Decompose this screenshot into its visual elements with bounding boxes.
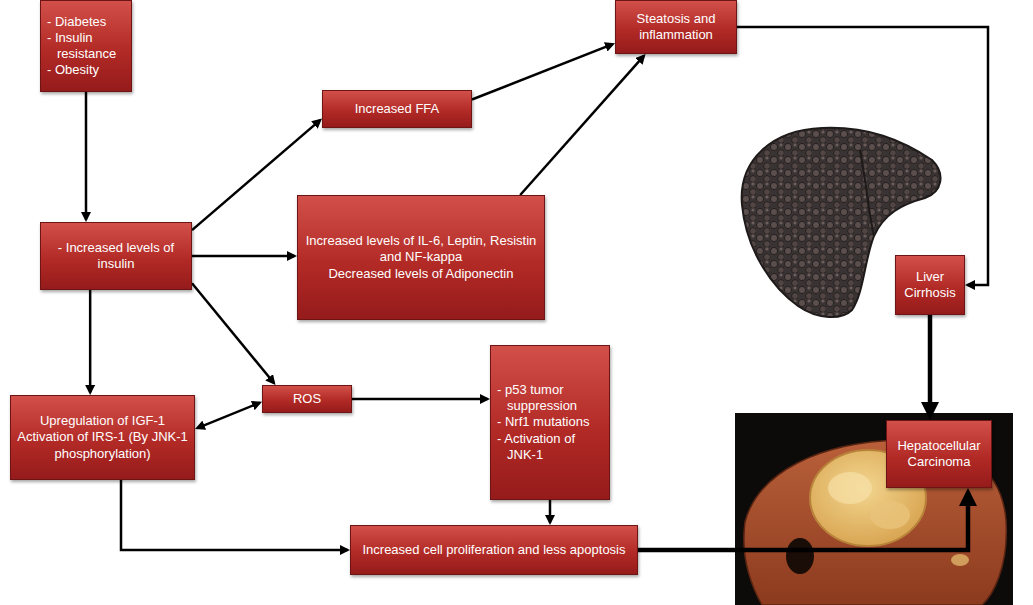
box-text: Increased cell proliferation and less ap… bbox=[357, 542, 631, 558]
flow-arrow bbox=[89, 290, 92, 393]
satellite-nodule bbox=[951, 554, 969, 566]
box-text: - Nrf1 mutations bbox=[497, 414, 603, 430]
flow-arrow bbox=[737, 27, 988, 285]
process-box: Steatosis and inflammation bbox=[615, 0, 737, 54]
box-text: Liver Cirrhosis bbox=[902, 269, 958, 302]
liver-fissure bbox=[860, 150, 874, 236]
process-box: Increased levels of IL-6, Leptin, Resist… bbox=[297, 195, 545, 320]
process-box: Upregulation of IGF-1Activation of IRS-1… bbox=[10, 395, 195, 480]
box-text: Steatosis and inflammation bbox=[622, 11, 730, 44]
flow-arrow bbox=[638, 493, 968, 551]
process-box: Increased FFA bbox=[322, 90, 472, 128]
box-text: - Activation of JNK-1 bbox=[497, 431, 603, 464]
process-box: ROS bbox=[262, 385, 352, 413]
flow-arrow bbox=[121, 480, 348, 550]
box-text: Upregulation of IGF-1 bbox=[17, 413, 188, 429]
box-text: Increased FFA bbox=[329, 101, 465, 117]
flow-arrow bbox=[192, 255, 295, 258]
process-box: Hepatocellular Carcinoma bbox=[886, 420, 992, 488]
necrotic-cavity bbox=[786, 538, 814, 574]
box-text: - p53 tumor suppression bbox=[497, 382, 603, 415]
box-text: ROS bbox=[269, 391, 345, 407]
box-text: Increased levels of IL-6, Leptin, Resist… bbox=[304, 233, 538, 266]
tumor-lobule bbox=[870, 501, 910, 529]
flow-arrow bbox=[549, 500, 552, 523]
flow-arrow bbox=[352, 398, 488, 401]
box-text: Activation of IRS-1 (By JNK-1 phosphoryl… bbox=[17, 429, 188, 462]
box-text: - Obesity bbox=[47, 62, 125, 78]
box-text: Hepatocellular Carcinoma bbox=[893, 438, 985, 471]
process-box: - Increased levels of insulin bbox=[40, 222, 192, 290]
box-text: - Insulin resistance bbox=[47, 30, 125, 63]
box-text: Decreased levels of Adiponectin bbox=[304, 266, 538, 282]
tumor-lobule bbox=[828, 472, 872, 504]
flow-arrow bbox=[520, 56, 644, 195]
flow-arrow bbox=[192, 283, 274, 383]
hcc-photo bbox=[735, 413, 1013, 605]
process-box: - Diabetes- Insulin resistance- Obesity bbox=[40, 0, 132, 92]
box-text: - Increased levels of insulin bbox=[47, 240, 185, 273]
photo-ground bbox=[735, 413, 1013, 605]
flow-arrow bbox=[472, 44, 613, 99]
process-box: - p53 tumor suppression- Nrf1 mutations-… bbox=[490, 345, 610, 500]
flow-arrow bbox=[85, 92, 88, 220]
process-box: Increased cell proliferation and less ap… bbox=[350, 525, 638, 575]
flow-arrow bbox=[197, 403, 259, 428]
box-text: - Diabetes bbox=[47, 14, 125, 30]
process-box: Liver Cirrhosis bbox=[895, 255, 965, 315]
flow-arrow bbox=[928, 315, 933, 416]
